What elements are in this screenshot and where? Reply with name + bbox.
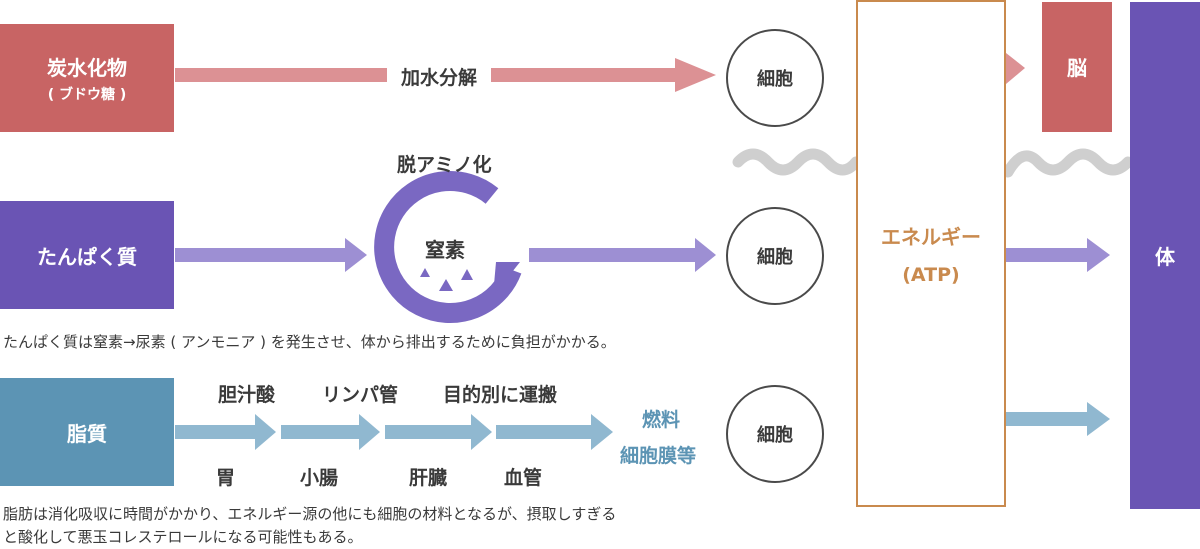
brain-label: 脳	[1067, 56, 1087, 80]
fat-label: 脂質	[67, 421, 107, 446]
fat-step-stomach: 胃	[216, 467, 236, 489]
fat-usage-fuel: 燃料	[642, 409, 681, 431]
carbohydrate-label: 炭水化物	[47, 56, 127, 80]
energy-label: エネルギー	[881, 225, 981, 249]
cell-carb: 細胞	[726, 29, 824, 127]
fat-step-small-intestine: 小腸	[300, 467, 339, 489]
protein-arrow-1	[175, 238, 367, 272]
arrow-fat-to-body	[1006, 402, 1110, 436]
energy-box: エネルギー (ATP)	[856, 0, 1006, 507]
carbohydrate-sublabel: ( ブドウ糖 )	[47, 87, 127, 103]
energy-sublabel: (ATP)	[902, 264, 960, 286]
deamination-cycle-icon	[374, 171, 522, 324]
protein-arrow-2	[529, 238, 716, 272]
carbohydrate-box: 炭水化物 ( ブドウ糖 )	[0, 24, 174, 132]
protein-box: たんぱく質	[0, 201, 174, 309]
fat-step-blood-vessel: 血管	[504, 467, 543, 489]
nitrogen-label: 窒素	[425, 238, 465, 262]
body-box: 体	[1130, 2, 1200, 509]
cell-protein: 細胞	[726, 207, 824, 305]
fat-step-lymph: リンパ管	[322, 384, 399, 406]
carb-process-label: 加水分解	[387, 63, 492, 90]
protein-note: たんぱく質は窒素→尿素 ( アンモニア ) を発生させ、体から排出するために負担…	[3, 333, 616, 351]
fat-step-bile-acid: 胆汁酸	[218, 384, 276, 406]
brain-box: 脳	[1042, 2, 1112, 132]
fat-note-line1: 脂肪は消化吸収に時間がかかり、エネルギー源の他にも細胞の材料となるが、摂取しすぎ…	[3, 505, 617, 523]
protein-process-label: 脱アミノ化	[397, 154, 492, 176]
fat-arrows	[175, 414, 613, 450]
body-label: 体	[1155, 245, 1175, 269]
arrow-protein-to-body	[1006, 238, 1110, 272]
protein-label: たんぱく質	[37, 244, 137, 269]
fat-box: 脂質	[0, 378, 174, 486]
arrow-to-brain	[1006, 53, 1025, 84]
fat-step-liver: 肝臓	[409, 467, 448, 489]
fat-usage-membrane: 細胞膜等	[620, 445, 697, 467]
wave-decoration	[732, 148, 1134, 178]
fat-note-line2: と酸化して悪玉コレステロールになる可能性もある。	[3, 528, 363, 546]
cell-fat: 細胞	[726, 385, 824, 483]
fat-step-transport: 目的別に運搬	[443, 384, 558, 406]
